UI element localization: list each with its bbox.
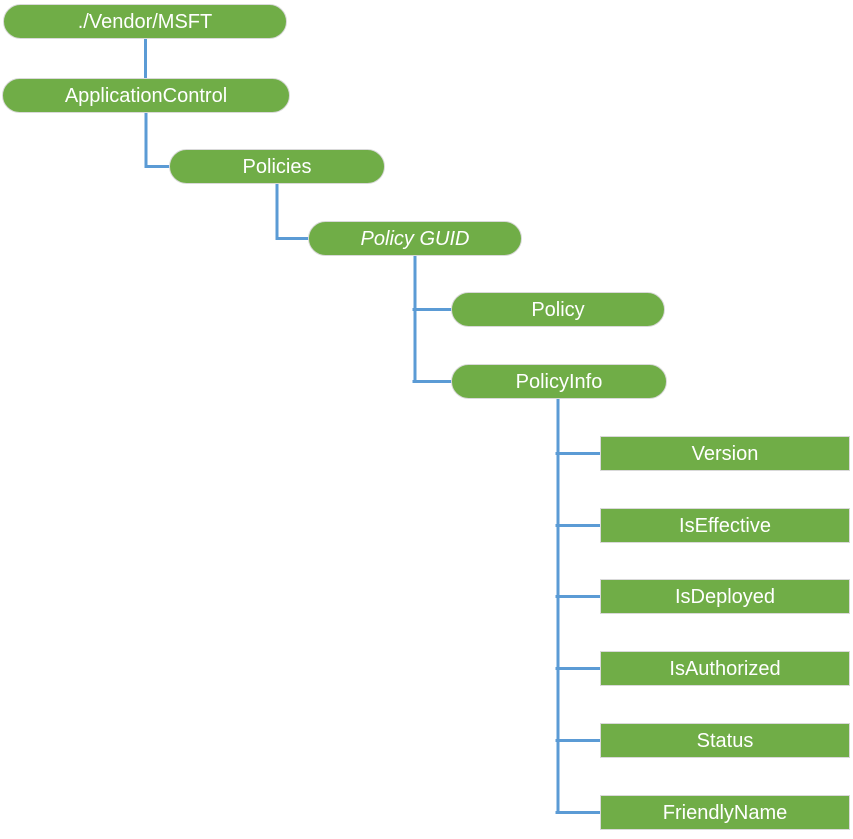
- node-policies: Policies: [169, 149, 385, 184]
- node-is-effective: IsEffective: [600, 508, 850, 543]
- node-policy-guid: Policy GUID: [308, 221, 522, 256]
- node-friendly-name: FriendlyName: [600, 795, 850, 830]
- node-application-control: ApplicationControl: [2, 78, 290, 113]
- node-policy-info: PolicyInfo: [451, 364, 667, 399]
- node-is-authorized: IsAuthorized: [600, 651, 850, 686]
- node-policy: Policy: [451, 292, 665, 327]
- node-version: Version: [600, 436, 850, 471]
- node-vendor-msft: ./Vendor/MSFT: [3, 4, 287, 39]
- node-status: Status: [600, 723, 850, 758]
- node-is-deployed: IsDeployed: [600, 579, 850, 614]
